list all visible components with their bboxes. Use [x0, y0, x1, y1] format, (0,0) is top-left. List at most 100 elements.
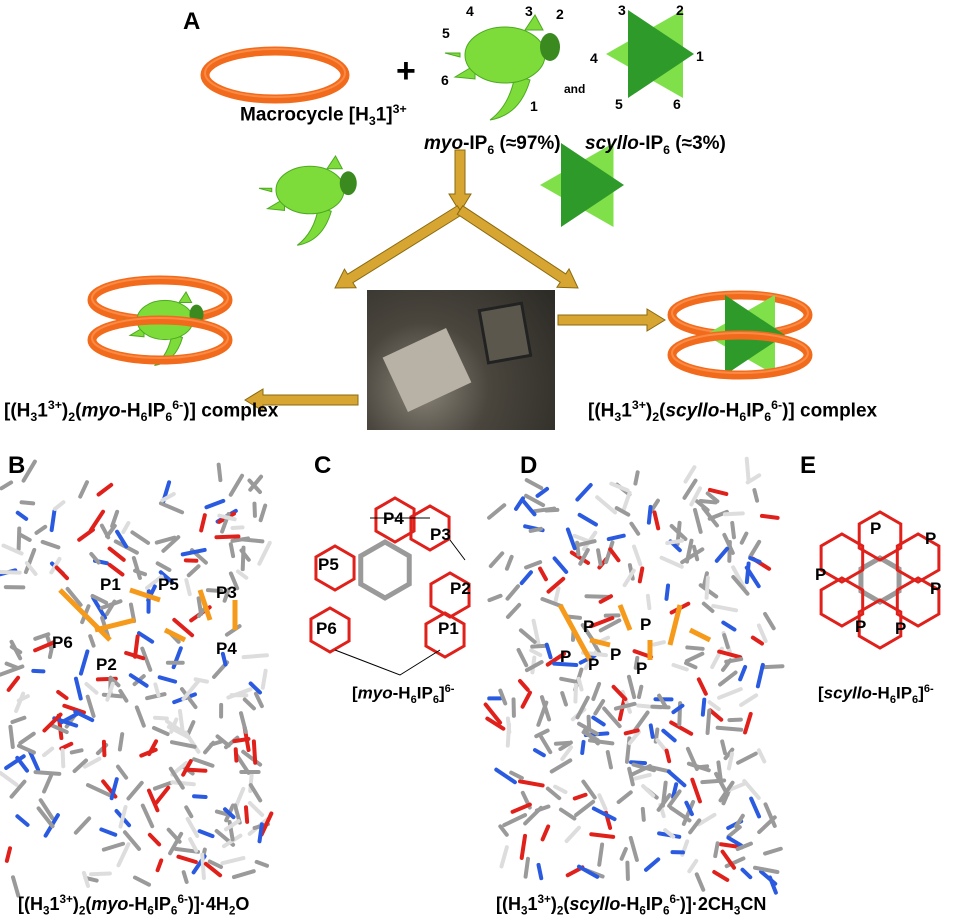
bond: [584, 594, 610, 599]
bond: [0, 770, 19, 787]
bond: [717, 687, 743, 700]
label-segment: IP: [416, 683, 433, 703]
bond: [576, 864, 600, 879]
bond: [90, 593, 109, 605]
label-segment: )]·4H: [187, 894, 229, 914]
bond: [549, 758, 573, 774]
bond: [222, 807, 236, 820]
bond: [623, 728, 640, 736]
bond: [85, 694, 96, 718]
bond: [718, 780, 735, 803]
phosphorus-label: P3: [216, 583, 237, 602]
bond: [4, 846, 13, 863]
phosphorus-label: P: [636, 659, 648, 678]
bond: [42, 712, 63, 733]
bond: [685, 645, 705, 651]
bond: [234, 752, 251, 775]
bond: [627, 729, 642, 746]
bond: [581, 779, 597, 800]
turtle-icon: [524, 14, 544, 31]
phosphorus-label: P: [870, 519, 882, 538]
bond: [17, 532, 32, 542]
label-segment: -H: [120, 400, 141, 422]
label-segment: Macrocycle [H: [240, 104, 369, 126]
bond: [183, 730, 201, 754]
bond: [220, 856, 246, 866]
label-segment: 6: [639, 904, 646, 918]
phosphorus-label: P: [583, 617, 595, 636]
bond: [660, 780, 668, 808]
bond: [734, 813, 745, 829]
bond: [181, 870, 189, 884]
label-segment: 6: [663, 142, 671, 157]
bond: [613, 701, 637, 711]
bond: [540, 824, 551, 842]
label-segment: -H: [719, 400, 740, 422]
bond: [544, 507, 560, 513]
bond: [248, 783, 263, 803]
bond: [524, 660, 544, 673]
phosphate-group: [374, 496, 416, 544]
bond: [626, 674, 637, 700]
bond: [523, 856, 530, 879]
bond: [107, 562, 125, 577]
label-segment: 6-: [444, 683, 455, 695]
phosphate-bond: [129, 587, 161, 603]
star-position-number: 6: [673, 96, 681, 112]
label-segment: 3+: [47, 398, 62, 412]
turtle-icon: [326, 155, 344, 170]
turtle-position-number: 5: [442, 25, 450, 41]
bond: [663, 828, 676, 839]
label-segment: (: [75, 400, 82, 422]
bond: [136, 631, 155, 644]
bond: [131, 556, 142, 580]
bond: [105, 523, 117, 539]
bond: [705, 708, 712, 735]
bond: [558, 807, 577, 821]
bond: [145, 574, 164, 590]
bond: [154, 535, 177, 545]
bond: [33, 632, 51, 641]
phosphorus-label: P3: [430, 525, 451, 544]
label-segment: IP: [895, 683, 913, 703]
ring-highlight: [204, 48, 346, 98]
bond: [133, 634, 140, 659]
bond: [759, 513, 780, 520]
bond: [0, 664, 25, 677]
bond: [88, 634, 96, 648]
bond: [552, 586, 561, 606]
phosphorus-label: P6: [52, 633, 73, 652]
bond: [214, 534, 241, 540]
bond: [516, 647, 529, 668]
label-segment: 3+: [631, 398, 646, 412]
bond: [235, 569, 249, 580]
bond: [10, 715, 27, 725]
bond: [81, 870, 90, 888]
bond: [616, 790, 633, 805]
label-segment: IP: [645, 894, 663, 914]
bond: [750, 635, 765, 646]
bond: [721, 620, 737, 632]
arrow-icon: [557, 308, 666, 332]
star-position-number: 1: [696, 48, 704, 64]
bond: [117, 732, 125, 752]
bond: [197, 829, 215, 839]
bond: [223, 819, 241, 832]
bond: [664, 748, 672, 764]
macrocycle-label: Macrocycle [H31]3+: [240, 102, 407, 128]
star-icon: [561, 143, 624, 227]
bond: [77, 527, 95, 542]
bond: [105, 681, 115, 702]
phosphorus-label: P4: [383, 509, 404, 528]
bond: [184, 805, 194, 819]
bond: [15, 755, 30, 773]
label-segment: 1: [37, 400, 48, 422]
bond: [640, 806, 646, 822]
bond: [731, 574, 750, 596]
label-segment: (≈97%): [494, 133, 561, 154]
bond: [184, 578, 192, 597]
bond: [107, 546, 126, 562]
phosphate-bond: [688, 627, 712, 643]
label-segment: 2: [652, 410, 660, 425]
